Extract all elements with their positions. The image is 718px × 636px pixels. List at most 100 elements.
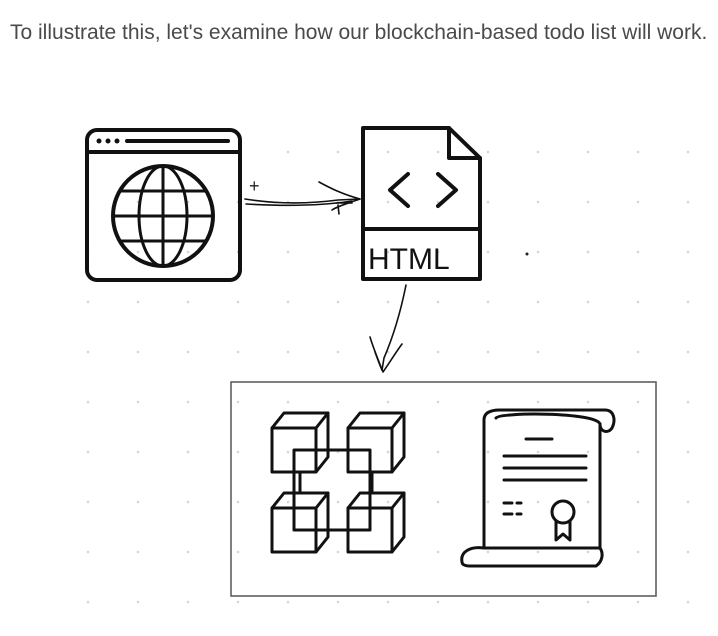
grid-dot xyxy=(86,600,90,604)
grid-dot xyxy=(586,200,590,204)
grid-dot xyxy=(286,500,290,504)
grid-dot xyxy=(486,500,490,504)
grid-dot xyxy=(86,550,90,554)
grid-dot xyxy=(186,300,190,304)
grid-dot xyxy=(286,400,290,404)
grid-dot xyxy=(636,550,640,554)
grid-dot xyxy=(686,350,690,354)
smart-contract-scroll-icon xyxy=(460,408,616,568)
grid-dot xyxy=(86,300,90,304)
blockchain-blocks-icon xyxy=(270,411,406,554)
grid-dot xyxy=(386,400,390,404)
grid-dot xyxy=(136,600,140,604)
grid-dot xyxy=(536,350,540,354)
grid-dot xyxy=(236,400,240,404)
plus-annotation: + xyxy=(249,176,260,196)
grid-dot xyxy=(636,500,640,504)
grid-dot xyxy=(386,150,390,154)
grid-dot xyxy=(486,200,490,204)
grid-dot xyxy=(436,450,440,454)
grid-dot xyxy=(636,200,640,204)
grid-dot xyxy=(86,350,90,354)
grid-dot xyxy=(436,150,440,154)
grid-dot xyxy=(686,200,690,204)
grid-dot xyxy=(286,250,290,254)
intro-paragraph: To illustrate this, let's examine how ou… xyxy=(10,21,708,44)
grid-dot xyxy=(186,550,190,554)
grid-dot xyxy=(336,350,340,354)
grid-dot xyxy=(486,400,490,404)
grid-dot xyxy=(336,500,340,504)
grid-dot xyxy=(486,150,490,154)
grid-dot xyxy=(386,300,390,304)
grid-dot xyxy=(686,600,690,604)
grid-dot xyxy=(386,500,390,504)
grid-dot xyxy=(536,150,540,154)
grid-dot xyxy=(536,200,540,204)
grid-dot xyxy=(436,250,440,254)
grid-dot xyxy=(436,200,440,204)
grid-dot xyxy=(586,500,590,504)
grid-dot xyxy=(686,550,690,554)
grid-dot xyxy=(336,150,340,154)
grid-dot xyxy=(86,450,90,454)
grid-dot xyxy=(536,600,540,604)
grid-dot xyxy=(86,500,90,504)
grid-dot xyxy=(136,300,140,304)
grid-dot xyxy=(136,350,140,354)
grid-dot xyxy=(686,450,690,454)
grid-dot xyxy=(486,600,490,604)
grid-dot xyxy=(586,150,590,154)
html-file-icon: HTML xyxy=(361,126,482,281)
grid-dot xyxy=(186,250,190,254)
grid-dot xyxy=(386,450,390,454)
dot-grid xyxy=(86,150,690,604)
grid-dot xyxy=(286,600,290,604)
grid-dot xyxy=(586,400,590,404)
grid-dot xyxy=(686,400,690,404)
grid-dot xyxy=(186,500,190,504)
grid-dot xyxy=(136,450,140,454)
grid-dot xyxy=(486,250,490,254)
grid-dot xyxy=(436,350,440,354)
grid-dot xyxy=(686,150,690,154)
grid-dot xyxy=(286,300,290,304)
grid-dot xyxy=(236,550,240,554)
browser-globe-icon xyxy=(85,128,242,282)
grid-dot xyxy=(436,300,440,304)
grid-dot xyxy=(186,350,190,354)
grid-dot xyxy=(536,300,540,304)
grid-dot xyxy=(86,400,90,404)
arrow-browser-to-html: + xyxy=(244,176,361,215)
grid-dot xyxy=(636,250,640,254)
grid-dot xyxy=(236,500,240,504)
grid-dot xyxy=(386,250,390,254)
grid-dot xyxy=(186,400,190,404)
grid-dot xyxy=(636,400,640,404)
grid-dot xyxy=(136,400,140,404)
grid-dot xyxy=(236,450,240,454)
grid-dot xyxy=(586,550,590,554)
grid-dot xyxy=(686,250,690,254)
grid-dot xyxy=(386,200,390,204)
grid-dot xyxy=(686,300,690,304)
grid-dot xyxy=(236,600,240,604)
grid-dot xyxy=(136,500,140,504)
grid-dot xyxy=(586,350,590,354)
grid-dot xyxy=(636,300,640,304)
grid-dot xyxy=(386,600,390,604)
grid-dot xyxy=(236,350,240,354)
grid-dot xyxy=(436,400,440,404)
html-label: HTML xyxy=(368,243,450,276)
grid-dot xyxy=(136,550,140,554)
grid-dot xyxy=(636,450,640,454)
grid-dot xyxy=(286,150,290,154)
grid-dot xyxy=(486,350,490,354)
grid-dot xyxy=(636,150,640,154)
grid-dot xyxy=(536,550,540,554)
grid-dot xyxy=(536,500,540,504)
grid-dot xyxy=(186,450,190,454)
grid-dot xyxy=(586,300,590,304)
grid-dot xyxy=(336,300,340,304)
